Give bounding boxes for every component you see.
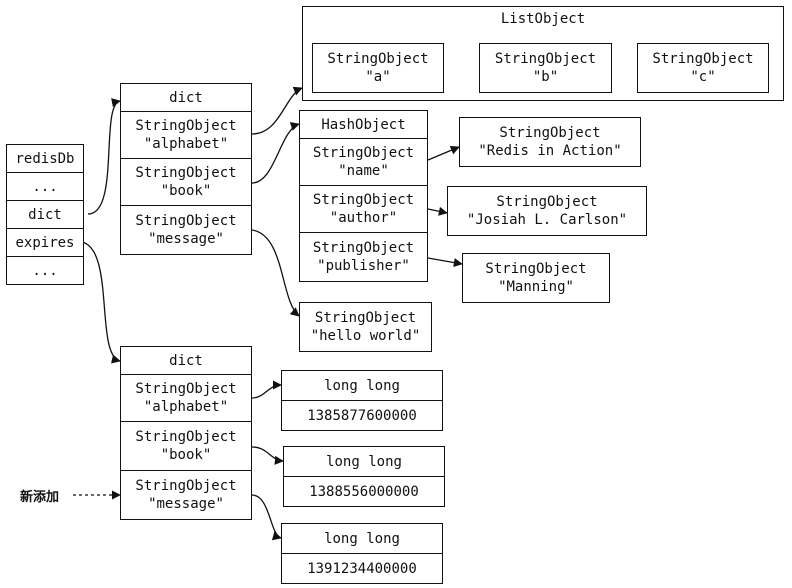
- dict-entry-key: "alphabet": [143, 136, 229, 152]
- hash-value-text: "Redis in Action": [478, 143, 622, 159]
- expires-entry-type: StringObject: [135, 478, 237, 494]
- expires-entry-key: "message": [148, 496, 224, 512]
- hash-value-publisher: StringObject "Manning": [462, 253, 610, 303]
- arrow-book-to-hash: [251, 122, 300, 184]
- dict-entry-type: StringObject: [135, 118, 237, 134]
- expires-entry-key: "book": [160, 447, 212, 463]
- arrow-name-to-value: [427, 145, 460, 161]
- hash-object-title: HashObject: [299, 110, 428, 139]
- list-object-title: ListObject: [500, 11, 586, 27]
- hash-field-key: "publisher": [317, 258, 410, 274]
- list-item-c: StringObject "c": [637, 43, 769, 93]
- expires-value-type-alphabet: long long: [281, 370, 443, 401]
- hash-field-publisher: StringObject "publisher": [299, 232, 428, 282]
- redisdb-row-dict: dict: [6, 200, 84, 229]
- redisdb-row-expires: expires: [6, 228, 84, 257]
- hash-value-type: StringObject: [499, 125, 601, 141]
- hash-field-key: "author": [329, 210, 398, 226]
- arrow-exp-alphabet-to-value: [251, 380, 282, 399]
- hash-value-text: "Josiah L. Carlson": [466, 212, 628, 228]
- arrow-db-expires-to-expires: [81, 241, 121, 364]
- redisdb-title: redisDb: [6, 144, 84, 173]
- list-item-type: StringObject: [327, 51, 429, 67]
- arrow-author-to-value: [427, 206, 448, 216]
- list-item-a: StringObject "a": [312, 43, 444, 93]
- list-item-value: "a": [365, 69, 391, 85]
- dict-entry-alphabet: StringObject "alphabet": [120, 111, 252, 159]
- expires-entry-book: StringObject "book": [120, 421, 252, 471]
- hash-value-author: StringObject "Josiah L. Carlson": [447, 186, 647, 236]
- hash-value-text: "Manning": [498, 279, 574, 295]
- redisdb-row-ellipsis-top: ...: [6, 172, 84, 201]
- expires-title: dict: [120, 346, 252, 375]
- message-value-type: StringObject: [314, 310, 417, 326]
- hash-field-type: StringObject: [312, 240, 415, 256]
- dict-entry-key: "message": [148, 231, 224, 247]
- arrow-exp-message-to-value: [251, 494, 282, 541]
- arrow-alphabet-to-list: [251, 86, 303, 135]
- expires-value-type-message: long long: [281, 523, 443, 554]
- hash-value-type: StringObject: [496, 194, 598, 210]
- list-item-value: "c": [690, 69, 716, 85]
- message-value-text: "hello world": [310, 328, 421, 344]
- arrow-message-to-hello: [251, 229, 300, 317]
- expires-entry-message: StringObject "message": [120, 470, 252, 520]
- arrow-db-dict-to-dict: [87, 98, 121, 215]
- list-item-value: "b": [532, 69, 559, 85]
- message-value: StringObject "hello world": [299, 302, 432, 352]
- redisdb-row-ellipsis-bottom: ...: [6, 256, 84, 285]
- hash-field-name: StringObject "name": [299, 138, 428, 186]
- expires-entry-alphabet: StringObject "alphabet": [120, 374, 252, 422]
- arrow-publisher-to-value: [427, 257, 463, 268]
- list-item-type: StringObject: [494, 51, 597, 67]
- hash-field-type: StringObject: [312, 145, 415, 161]
- list-item-type: StringObject: [652, 51, 754, 67]
- hash-value-name: StringObject "Redis in Action": [459, 117, 641, 167]
- hash-value-type: StringObject: [485, 261, 587, 277]
- dict-entry-key: "book": [160, 183, 212, 199]
- arrow-exp-book-to-value: [251, 446, 284, 465]
- dict-entry-type: StringObject: [135, 165, 237, 181]
- hash-field-type: StringObject: [312, 192, 415, 208]
- list-item-b: StringObject "b": [479, 43, 612, 93]
- expires-value-message: 1391234400000: [281, 553, 443, 584]
- dict-entry-message: StringObject "message": [120, 205, 252, 255]
- expires-entry-type: StringObject: [135, 381, 237, 397]
- expires-entry-type: StringObject: [135, 429, 237, 445]
- expires-value-type-book: long long: [283, 446, 445, 477]
- dict-title: dict: [120, 83, 252, 112]
- hash-field-author: StringObject "author": [299, 185, 428, 233]
- expires-value-book: 1388556000000: [283, 476, 445, 507]
- expires-value-alphabet: 1385877600000: [281, 400, 443, 431]
- hash-field-key: "name": [338, 163, 389, 179]
- expires-entry-key: "alphabet": [143, 399, 229, 415]
- new-added-label: 新添加: [20, 490, 60, 505]
- dict-entry-book: StringObject "book": [120, 158, 252, 206]
- dict-entry-type: StringObject: [135, 213, 237, 229]
